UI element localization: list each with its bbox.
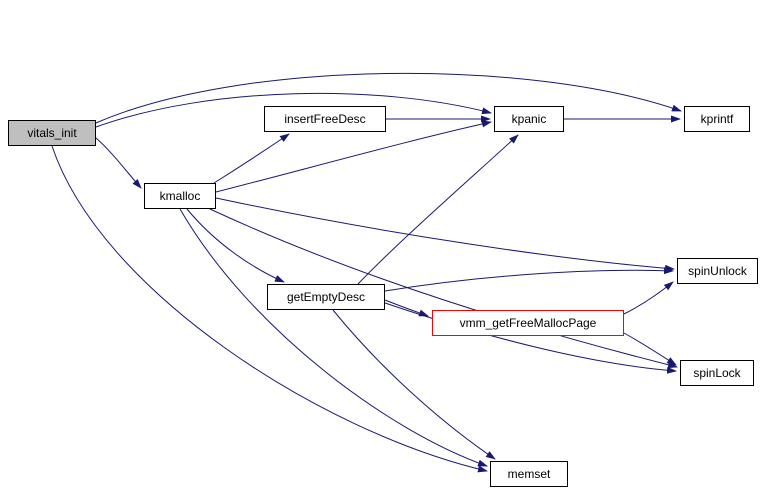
node-label: memset — [507, 467, 551, 481]
node-label: getEmptyDesc — [286, 290, 366, 304]
edge-kmalloc-to-getEmptyDesc — [186, 208, 285, 283]
node-label: vmm_getFreeMallocPage — [459, 316, 597, 330]
edge-vmm_getFreeMallocPage-to-spinUnlock — [623, 281, 674, 315]
node-insertfreedesc[interactable]: insertFreeDesc — [264, 106, 386, 132]
edge-getEmptyDesc-to-memset — [332, 309, 496, 460]
node-label: kpanic — [511, 112, 547, 126]
node-spinunlock[interactable]: spinUnlock — [677, 258, 758, 284]
node-label: spinLock — [693, 366, 741, 380]
edge-kmalloc-to-spinUnlock — [215, 197, 675, 272]
node-label: kprintf — [700, 112, 734, 126]
edge-getEmptyDesc-to-spinLock — [384, 302, 677, 374]
node-spinlock[interactable]: spinLock — [680, 360, 754, 386]
edge-kmalloc-to-spinLock — [209, 208, 678, 369]
node-label: kmalloc — [159, 189, 201, 203]
node-kmalloc[interactable]: kmalloc — [144, 183, 216, 209]
node-label: vitals_init — [27, 126, 77, 140]
node-kprintf[interactable]: kprintf — [684, 106, 750, 132]
edge-kmalloc-to-kpanic — [215, 120, 492, 193]
edge-getEmptyDesc-to-kpanic — [357, 134, 519, 285]
node-vitals-init[interactable]: vitals_init — [8, 120, 96, 146]
edge-kmalloc-to-memset — [179, 208, 488, 467]
edge-kmalloc-to-insertFreeDesc — [213, 133, 290, 184]
edge-vitals_init-to-memset — [51, 145, 488, 473]
node-label: spinUnlock — [688, 264, 747, 278]
edge-getEmptyDesc-to-spinUnlock — [384, 267, 674, 292]
node-memset[interactable]: memset — [490, 461, 568, 487]
edge-getEmptyDesc-to-vmm_getFreeMallocPage — [384, 299, 429, 317]
edge-vmm_getFreeMallocPage-to-spinLock — [623, 332, 677, 366]
node-vmm-getfreemallocpage[interactable]: vmm_getFreeMallocPage — [432, 310, 624, 336]
edge-vitals_init-to-kprintf — [95, 72, 682, 124]
node-getemptydesc[interactable]: getEmptyDesc — [267, 284, 385, 310]
node-kpanic[interactable]: kpanic — [494, 106, 564, 132]
edge-vitals_init-to-kmalloc — [95, 137, 142, 189]
node-label: insertFreeDesc — [284, 112, 366, 126]
edge-vitals_init-to-kpanic — [95, 92, 492, 128]
